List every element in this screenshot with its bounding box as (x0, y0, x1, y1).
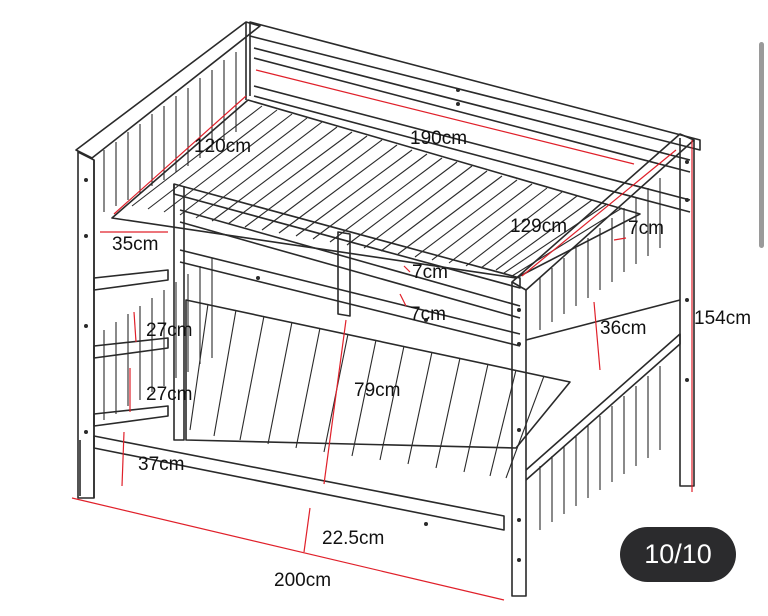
dimension-lines (71, 69, 693, 601)
right-footboard (511, 133, 695, 597)
label-rail-gap-b: 7cm (410, 304, 446, 325)
label-guard-height: 129cm (510, 216, 567, 237)
bottom-bunk-slats (79, 299, 571, 531)
label-top-length: 190cm (410, 128, 467, 149)
label-bunk-clearance: 79cm (354, 380, 400, 401)
label-bottom-step: 37cm (138, 454, 184, 475)
dimension-labels: 190cm 120cm 129cm 7cm 35cm 7cm 7cm 27cm … (112, 128, 751, 591)
label-post-width: 7cm (628, 218, 664, 239)
label-total-length: 200cm (274, 570, 331, 591)
label-ladder-width: 35cm (112, 234, 158, 255)
label-floor-clearance: 22.5cm (322, 528, 384, 549)
vertical-scrollbar[interactable] (759, 42, 764, 248)
back-rail (249, 21, 701, 213)
ladder (93, 269, 169, 427)
label-top-width: 120cm (194, 136, 251, 157)
front-guard-rail (173, 183, 521, 441)
label-step-spacing-2: 27cm (146, 384, 192, 405)
label-rail-gap-a: 7cm (412, 262, 448, 283)
left-headboard (75, 21, 261, 499)
page-counter-badge: 10/10 (620, 527, 736, 582)
label-total-height: 154cm (694, 308, 751, 329)
label-step-spacing-1: 27cm (146, 320, 192, 341)
label-end-rail: 36cm (600, 318, 646, 339)
